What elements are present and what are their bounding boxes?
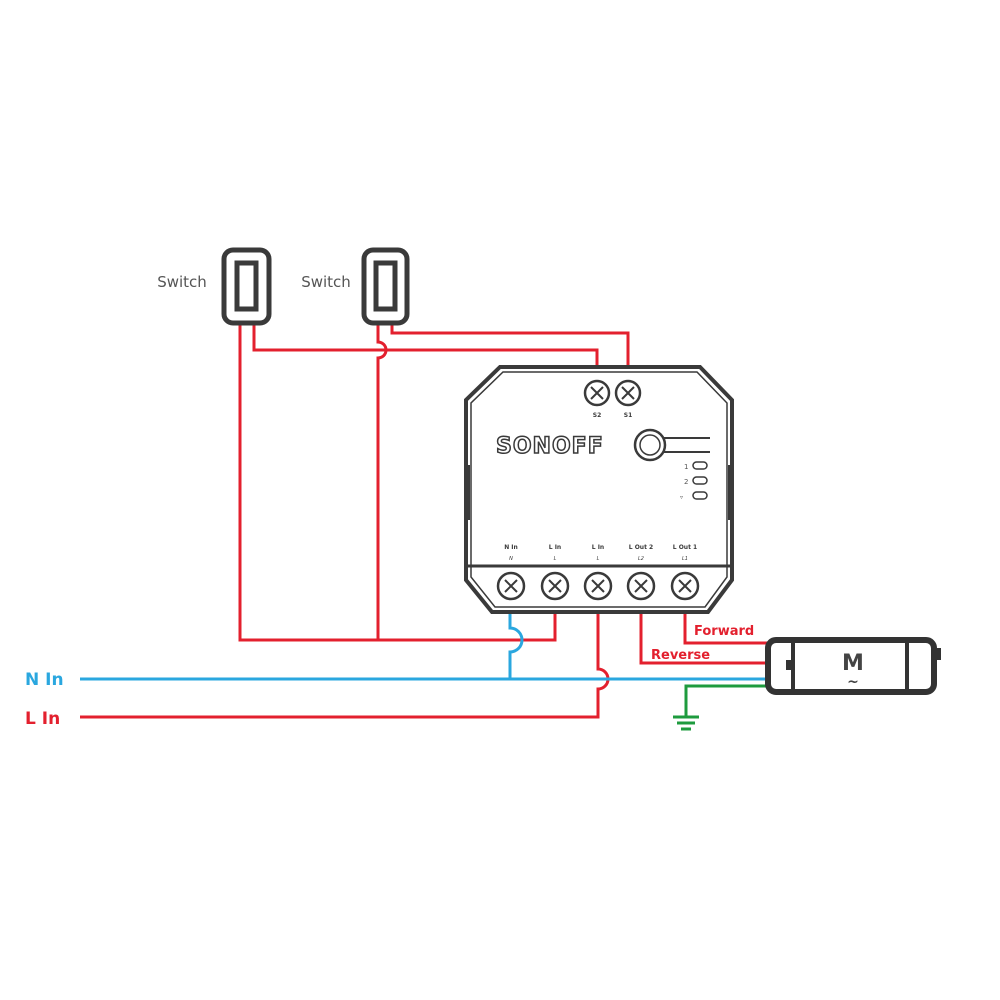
terminal-bottom-4[interactable] [670, 571, 700, 601]
wire-reverse [639, 614, 770, 665]
motor: M ~ [765, 637, 941, 695]
wifi-icon: ▿ [680, 494, 683, 501]
reverse-label: Reverse [651, 648, 710, 663]
terminal-bottom-symbol: N [509, 556, 513, 562]
terminal-bottom-symbol: L2 [638, 556, 644, 562]
terminal-bottom-symbol: L [554, 556, 557, 562]
led-indicators [692, 461, 708, 500]
led-1-icon: 1 [684, 463, 688, 471]
ground-icon [673, 715, 699, 731]
terminal-bottom-label: L In [549, 544, 561, 551]
terminal-bottom-3[interactable] [626, 571, 656, 601]
terminal-bottom-symbol: L [597, 556, 600, 562]
terminal-s1[interactable] [614, 379, 642, 407]
wire-switch2-s1 [390, 322, 630, 385]
sonoff-device: SONOFF 1 2 ▿ [464, 365, 734, 614]
terminal-bottom-label: L Out 2 [629, 544, 653, 551]
wire-switch1-common [238, 322, 557, 642]
terminal-s2-label: S2 [593, 412, 602, 419]
motor-ac-symbol: ~ [847, 674, 859, 690]
terminal-bottom-label: N In [504, 544, 518, 551]
terminal-bottom-2[interactable] [583, 571, 613, 601]
wire-forward [683, 614, 770, 645]
n-in-label: N In [25, 670, 64, 690]
terminal-bottom-label: L Out 1 [673, 544, 697, 551]
switch-2-label: Switch [301, 273, 351, 291]
earth-wire [684, 684, 770, 716]
forward-label: Forward [694, 624, 754, 639]
wire-switch2-common [376, 322, 388, 640]
wire-l-in [80, 614, 610, 719]
terminal-bottom-0[interactable] [496, 571, 526, 601]
brand-logo: SONOFF [496, 434, 604, 459]
led-2-icon: 2 [684, 478, 688, 486]
switch-1-label: Switch [157, 273, 207, 291]
terminal-bottom-label: L In [592, 544, 604, 551]
l-in-label: L In [25, 709, 60, 729]
terminal-bottom-1[interactable] [540, 571, 570, 601]
terminal-s1-label: S1 [624, 412, 633, 419]
side-vents [467, 465, 731, 520]
terminal-s2[interactable] [583, 379, 611, 407]
motor-label: M [842, 651, 864, 676]
wire-n-device [508, 614, 524, 679]
neutral-wires [80, 614, 770, 681]
pairing-button[interactable] [633, 428, 710, 462]
switch-2[interactable] [361, 247, 410, 326]
terminal-bottom-symbol: L1 [682, 556, 688, 562]
switch-1[interactable] [221, 247, 272, 326]
